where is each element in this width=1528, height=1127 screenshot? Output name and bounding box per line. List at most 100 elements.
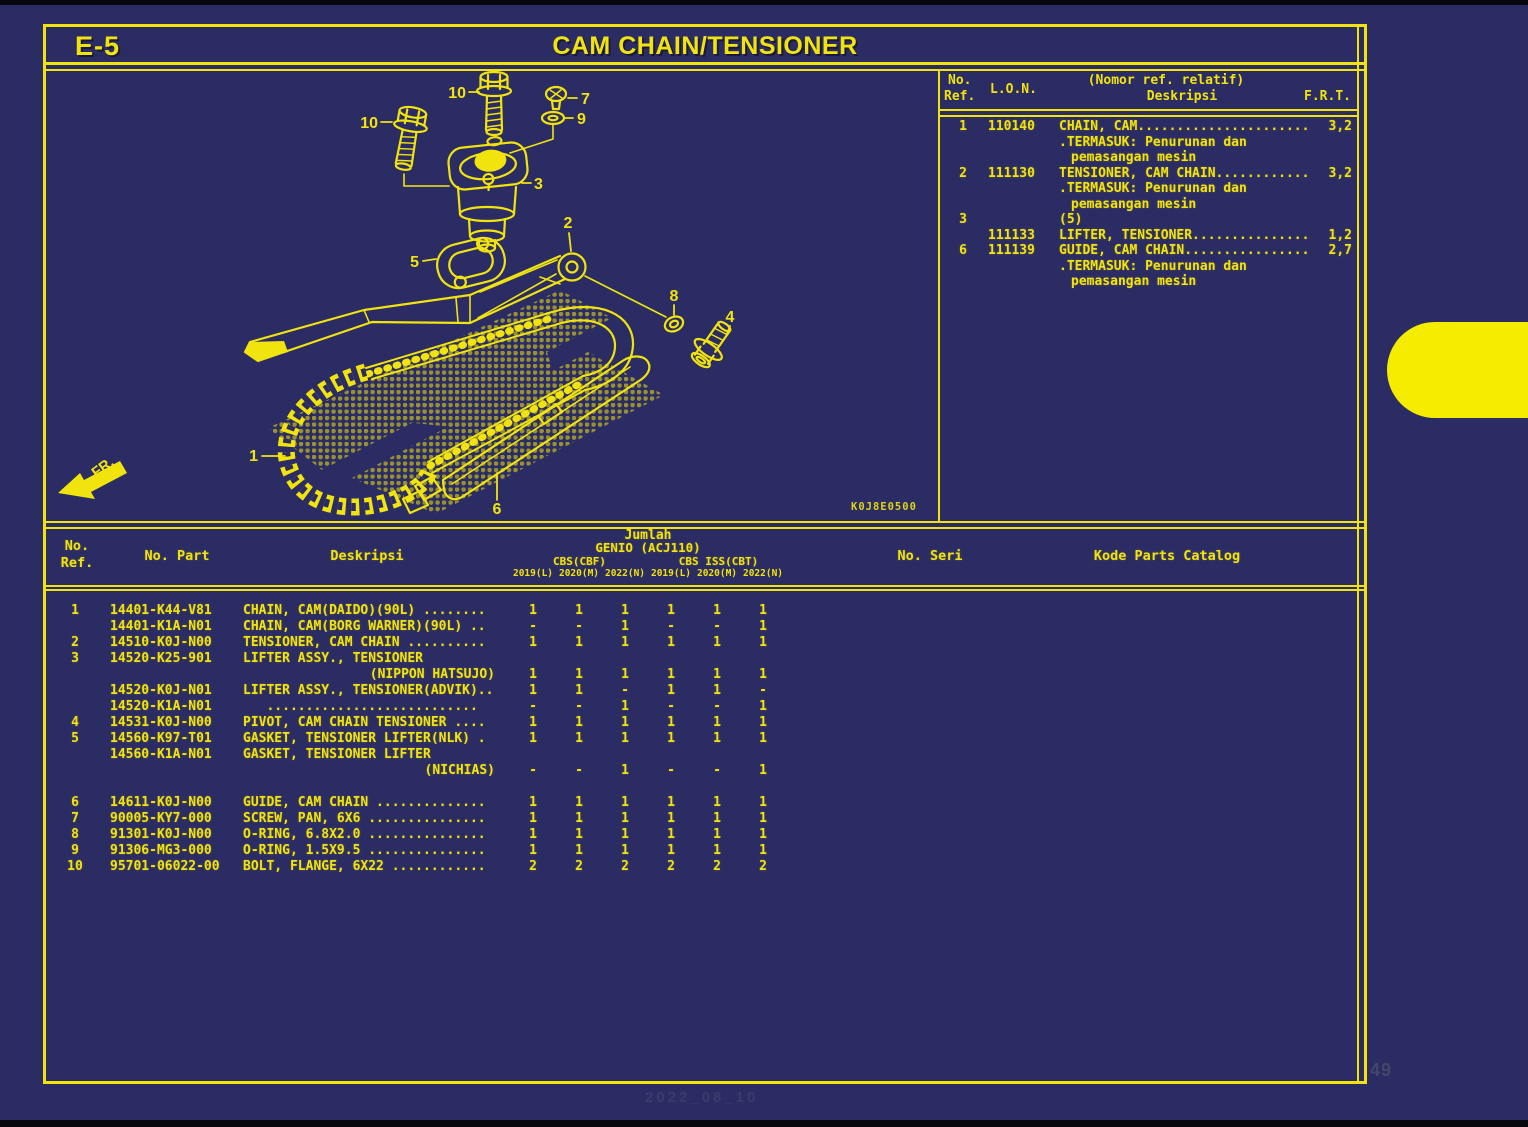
parts-table: No. Ref. No. Part Deskripsi Jumlah GENIO… <box>43 521 1367 1083</box>
ref-row-lon: 111133 <box>988 227 1035 243</box>
chain-guide-6-icon <box>401 355 651 515</box>
callout-3: 3 <box>534 176 543 193</box>
callout-7: 7 <box>581 91 590 108</box>
leader-line-arm-to-oring <box>584 275 667 318</box>
parts-row-qty: 1 <box>667 603 675 618</box>
parts-header-group-cbs: CBS(CBF) <box>553 555 606 568</box>
parts-row-qty: 1 <box>713 683 721 698</box>
parts-row-qty: - <box>667 699 675 714</box>
parts-row-desc: LIFTER ASSY., TENSIONER(ADVIK).. <box>243 683 494 698</box>
parts-row-qty: 1 <box>529 635 537 650</box>
parts-row-desc: O-RING, 1.5X9.5 ............... <box>243 843 486 858</box>
parts-row-qty: 1 <box>713 795 721 810</box>
parts-header-ref: Ref. <box>60 555 94 571</box>
parts-row-qty: - <box>529 699 537 714</box>
parts-row-part: 91306-MG3-000 <box>110 843 212 858</box>
ref-row-note: .TERMASUK: Penurunan dan <box>1059 181 1247 196</box>
parts-header-catalog: Kode Parts Catalog <box>1093 548 1241 564</box>
flange-bolt-4-icon <box>690 320 732 369</box>
parts-row-ref: 2 <box>71 635 79 650</box>
bottom-black-strip <box>0 1120 1528 1127</box>
parts-row-desc: ........................... <box>243 699 478 714</box>
parts-row-ref: 9 <box>71 843 79 858</box>
parts-row-qty: 1 <box>575 603 583 618</box>
parts-row-part: 14520-K1A-N01 <box>110 699 212 714</box>
parts-row-ref: 6 <box>71 795 79 810</box>
parts-row-qty: 1 <box>621 699 629 714</box>
parts-row-qty: 1 <box>621 619 629 634</box>
parts-row-qty: 1 <box>529 715 537 730</box>
parts-row-desc: CHAIN, CAM(BORG WARNER)(90L) .. <box>243 619 486 634</box>
parts-row-qty: 1 <box>667 667 675 682</box>
parts-row-qty: 1 <box>667 683 675 698</box>
ref-header-lon: L.O.N. <box>990 82 1037 97</box>
parts-row-ref: 4 <box>71 715 79 730</box>
parts-row-desc: PIVOT, CAM CHAIN TENSIONER .... <box>243 715 486 730</box>
section-code: E-5 <box>75 31 121 61</box>
title-divider <box>43 69 1367 71</box>
parts-row-qty: - <box>667 619 675 634</box>
parts-row-qty: 1 <box>575 827 583 842</box>
parts-row-ref: 8 <box>71 827 79 842</box>
parts-row-ref: 1 <box>71 603 79 618</box>
ref-row-no: 3 <box>959 212 967 227</box>
parts-row-qty: 1 <box>621 811 629 826</box>
parts-row-qty: 1 <box>529 683 537 698</box>
ref-header-frt: F.R.T. <box>1304 89 1351 104</box>
parts-header-year: 2020(M) <box>558 568 600 579</box>
ref-table-row: 3 (5) <box>940 212 1359 228</box>
parts-row-desc-cont: (NIPPON HATSUJO) <box>369 667 495 682</box>
parts-row-qty: 1 <box>759 795 767 810</box>
parts-row-desc-cont: (NICHIAS) <box>424 763 495 778</box>
parts-row-qty: 1 <box>621 603 629 618</box>
o-ring-8-icon <box>663 315 685 333</box>
parts-row-qty: 2 <box>575 859 583 874</box>
pan-screw-7-icon <box>544 85 568 111</box>
parts-header-jumlah: Jumlah <box>624 528 672 543</box>
ref-row-frt: 1,2 <box>1328 227 1352 243</box>
leader-line-washer9 <box>509 124 554 154</box>
parts-row-part: 14520-K25-901 <box>110 651 212 666</box>
parts-header-part: No. Part <box>144 548 210 564</box>
parts-row-qty: 1 <box>529 843 537 858</box>
parts-diagram: 10 7 9 10 3 2 5 8 4 1 6 FR. K0J8E0500 <box>58 70 916 518</box>
parts-row-part: 95701-06022-00 <box>110 859 220 874</box>
parts-row-qty: 1 <box>621 827 629 842</box>
callout-6: 6 <box>493 501 502 518</box>
parts-header-no: No. <box>64 538 90 554</box>
ref-header-deskripsi: Deskripsi <box>1146 89 1218 104</box>
ref-row-note: pemasangan mesin <box>1071 274 1197 289</box>
callout-5: 5 <box>410 254 419 271</box>
parts-row-qty: 1 <box>713 811 721 826</box>
parts-row-qty: - <box>759 683 767 698</box>
ref-row-note: .TERMASUK: Penurunan dan <box>1059 258 1247 274</box>
parts-row-desc: LIFTER ASSY., TENSIONER <box>243 651 424 666</box>
parts-row-qty: 1 <box>529 811 537 826</box>
parts-row-qty: 1 <box>759 731 767 746</box>
parts-row-qty: 1 <box>529 603 537 618</box>
side-tab-button[interactable] <box>1387 322 1528 418</box>
callout-10-top: 10 <box>448 85 466 102</box>
parts-header-deskripsi: Deskripsi <box>330 548 404 564</box>
parts-row-qty: 1 <box>529 731 537 746</box>
parts-row-desc: GUIDE, CAM CHAIN .............. <box>243 795 486 810</box>
parts-row-ref: 7 <box>71 811 79 826</box>
parts-row-qty: 1 <box>759 667 767 682</box>
parts-row-qty: 1 <box>759 619 767 634</box>
lifter-gasket-5-icon <box>436 236 506 290</box>
ref-row-note: pemasangan mesin <box>1071 196 1197 212</box>
title-bar <box>43 24 1367 65</box>
parts-row-qty: 1 <box>667 715 675 730</box>
parts-row-qty: 1 <box>759 635 767 650</box>
parts-row-qty: 1 <box>759 843 767 858</box>
parts-row-qty: 1 <box>575 683 583 698</box>
parts-table-row: 9 91306-MG3-000 O-RING, 1.5X9.5 ..........… <box>43 843 1367 859</box>
ref-row-desc: (5) <box>1059 212 1083 227</box>
